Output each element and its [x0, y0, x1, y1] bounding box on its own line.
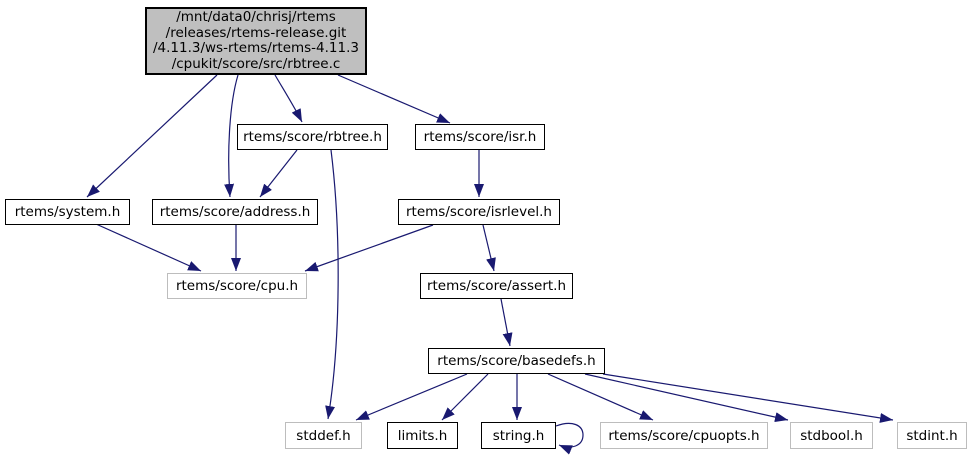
edge-assert-h-to-basedefs-h	[500, 298, 513, 347]
node-stdbool-h: stdbool.h	[790, 422, 873, 449]
node-rbtree-h[interactable]: rtems/score/rbtree.h	[237, 124, 388, 150]
node-isrlevel-h[interactable]: rtems/score/isrlevel.h	[398, 199, 560, 225]
node-rbtree-c-line-3: /4.11.3/ws-rtems/rtems-4.11.3	[152, 40, 359, 56]
edge-rbtree-c-to-rbtree-h	[274, 74, 303, 123]
node-cpuopts-h: rtems/score/cpuopts.h	[600, 422, 768, 449]
node-assert-h[interactable]: rtems/score/assert.h	[420, 273, 573, 299]
edge-rbtree-h-to-address-h	[259, 149, 298, 198]
node-system-h[interactable]: rtems/system.h	[5, 199, 130, 225]
node-string-h[interactable]: string.h	[481, 422, 556, 449]
edge-basedefs-h-to-stdint-h	[602, 373, 894, 423]
node-stddef-h: stddef.h	[285, 422, 362, 449]
edge-system-h-to-cpu-h	[95, 223, 202, 272]
edge-rbtree-c-to-isr-h	[337, 74, 451, 124]
node-rbtree-c-line-1: /mnt/data0/chrisj/rtems	[176, 9, 336, 25]
edge-basedefs-h-to-stdbool-h	[584, 373, 789, 423]
edge-basedefs-h-to-stddef-h	[355, 373, 468, 421]
edge-string-h-self-loop	[555, 422, 584, 455]
node-limits-h[interactable]: limits.h	[387, 422, 458, 449]
edge-basedefs-h-to-limits-h	[441, 373, 489, 421]
edge-rbtree-c-to-system-h	[86, 74, 218, 198]
edge-isrlevel-h-to-assert-h	[482, 224, 496, 272]
edge-rbtree-h-to-stddef-h	[325, 149, 339, 420]
node-rbtree-c: /mnt/data0/chrisj/rtems /releases/rtems-…	[145, 7, 367, 75]
edge-isrlevel-h-to-cpu-h	[304, 224, 434, 272]
node-rbtree-c-line-2: /releases/rtems-release.git	[165, 24, 347, 41]
node-cpu-h: rtems/score/cpu.h	[167, 273, 307, 299]
node-basedefs-h[interactable]: rtems/score/basedefs.h	[428, 348, 605, 374]
node-address-h[interactable]: rtems/score/address.h	[152, 199, 318, 225]
node-isr-h[interactable]: rtems/score/isr.h	[415, 124, 545, 150]
node-stdint-h: stdint.h	[897, 422, 967, 449]
edge-basedefs-h-to-cpuopts-h	[547, 373, 654, 421]
node-rbtree-c-line-4: /cpukit/score/src/rbtree.c	[171, 55, 341, 72]
